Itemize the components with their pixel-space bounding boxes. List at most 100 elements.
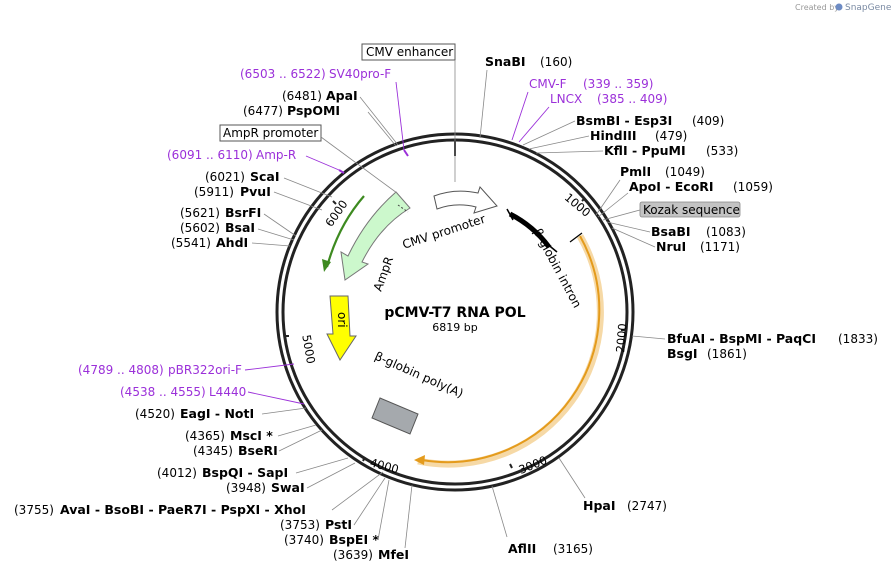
svg-text:(4365): (4365) — [185, 429, 225, 443]
svg-text:(3753): (3753) — [280, 518, 320, 532]
site-nrui: NruI (1171) — [656, 239, 740, 254]
sv40pro-f-leader — [395, 81, 405, 151]
svg-text:CMV-F: CMV-F — [529, 77, 567, 91]
bspei-leader — [377, 479, 390, 541]
svg-text:(6481): (6481) — [282, 89, 322, 103]
bfuai-leader — [631, 335, 666, 340]
svg-text:Kozak sequence: Kozak sequence — [643, 203, 740, 217]
site-swai: (3948) SwaI — [226, 480, 305, 495]
nrui-leader — [611, 227, 656, 248]
svg-text:ApaI: ApaI — [326, 88, 358, 103]
svg-text:PspOMI: PspOMI — [287, 103, 340, 118]
svg-text:AflII: AflII — [508, 541, 536, 556]
site-pspomi: (6477) PspOMI — [243, 103, 340, 118]
snapgene-logo-icon — [835, 3, 843, 11]
svg-text:(4520): (4520) — [135, 407, 175, 421]
svg-text:(5602): (5602) — [180, 221, 220, 235]
primer-cmv-f: CMV-F (339 .. 359) — [529, 77, 653, 91]
svg-text:BseRI: BseRI — [238, 443, 278, 458]
svg-text:(1833): (1833) — [838, 332, 878, 346]
svg-text:(6091 .. 6110): (6091 .. 6110) — [167, 148, 253, 162]
svg-text:(533): (533) — [706, 144, 738, 158]
svg-text:(6021): (6021) — [205, 170, 245, 184]
pvui-leader — [273, 191, 323, 211]
svg-text:(5621): (5621) — [180, 206, 220, 220]
ori-label: ori — [335, 312, 349, 328]
svg-text:(3948): (3948) — [226, 481, 266, 495]
hindiii-leader — [528, 135, 590, 150]
bglobin-polya-label: β-globin poly(A) — [373, 349, 466, 401]
bglobin-polya-box — [371, 397, 419, 435]
tick-6000: 6000 — [322, 197, 350, 229]
kozak-marker — [569, 232, 583, 243]
site-bfuai-paqci: BfuAI - BspMI - PaqCI (1833) — [667, 331, 878, 346]
site-apai: (6481) ApaI — [282, 88, 358, 103]
amp-r-primer-arc — [325, 195, 365, 268]
svg-text:PmlI: PmlI — [620, 164, 651, 179]
svg-text:Amp-R: Amp-R — [256, 148, 296, 162]
svg-text:ApoI - EcoRI: ApoI - EcoRI — [629, 179, 714, 194]
t7-rna-pol-cds-arrow — [421, 235, 601, 464]
l4440-leader — [247, 391, 305, 405]
svg-text:5000: 5000 — [299, 334, 318, 365]
svg-text:2000: 2000 — [613, 323, 629, 353]
svg-text:BsmBI - Esp3I: BsmBI - Esp3I — [576, 113, 672, 128]
svg-text:ScaI: ScaI — [250, 169, 280, 184]
lncx-leader — [518, 106, 550, 143]
svg-text:(3639): (3639) — [333, 548, 373, 562]
svg-text:(6503 .. 6522): (6503 .. 6522) — [240, 67, 326, 81]
intron-end-marker — [506, 208, 514, 221]
svg-text:CMV enhancer: CMV enhancer — [366, 45, 453, 59]
site-bsai: (5602) BsaI — [180, 220, 255, 235]
svg-text:BfuAI - BspMI - PaqCI: BfuAI - BspMI - PaqCI — [667, 331, 816, 346]
svg-text:EagI - NotI: EagI - NotI — [180, 406, 254, 421]
site-kfli-ppumi: KflI - PpuMI (533) — [604, 143, 738, 158]
cmv-f-leader — [511, 91, 529, 141]
amp-r-arrowhead-icon — [322, 259, 331, 272]
svg-text:BspQI - SapI: BspQI - SapI — [202, 465, 288, 480]
bseri-leader — [278, 429, 323, 452]
svg-text:BsgI: BsgI — [667, 346, 698, 361]
pspomi-leader — [367, 111, 397, 147]
svg-text:MfeI: MfeI — [378, 547, 409, 562]
svg-text:(1083): (1083) — [706, 225, 746, 239]
bspqi-sapi-leader — [295, 457, 349, 474]
svg-text:KflI - PpuMI: KflI - PpuMI — [604, 143, 686, 158]
svg-text:(2747): (2747) — [627, 499, 667, 513]
site-mfei: (3639) MfeI — [333, 547, 409, 562]
svg-text:SwaI: SwaI — [271, 480, 305, 495]
snabi-leader — [479, 69, 488, 139]
svg-text:(5541): (5541) — [171, 236, 211, 250]
ahdi-leader — [251, 242, 291, 247]
scai-leader — [283, 177, 333, 198]
primer-lncx: LNCX (385 .. 409) — [550, 92, 667, 106]
plasmid-size: 6819 bp — [432, 321, 477, 334]
svg-text:pBR322ori-F: pBR322ori-F — [168, 363, 242, 377]
t7-rna-pol-cds-highlight — [417, 234, 604, 468]
site-msci: (4365) MscI * — [185, 428, 273, 443]
kfli-leader — [535, 150, 604, 154]
credit-brand: SnapGene — [845, 3, 892, 13]
svg-text:6000: 6000 — [322, 197, 350, 229]
svg-text:(1049): (1049) — [665, 165, 705, 179]
cmv-promoter-label: CMV promoter — [401, 212, 488, 252]
svg-text:SnaBI: SnaBI — [485, 54, 526, 69]
site-ahdi: (5541) AhdI — [171, 235, 248, 250]
pmli-leader — [595, 179, 621, 216]
primer-pbr322ori-f: (4789 .. 4808) pBR322ori-F — [78, 363, 242, 377]
svg-text:(3740): (3740) — [284, 533, 324, 547]
svg-text:(4789 .. 4808): (4789 .. 4808) — [78, 363, 164, 377]
credit-text: Created by — [795, 3, 839, 12]
primer-amp-r: (6091 .. 6110) Amp-R — [167, 148, 296, 162]
svg-text:HindIII: HindIII — [590, 128, 637, 143]
svg-text:(4345): (4345) — [193, 444, 233, 458]
ampr-promoter-leader — [320, 136, 398, 194]
bsrfi-leader — [263, 213, 297, 237]
kozak-leader — [602, 209, 641, 221]
primer-sv40pro-f: (6503 .. 6522) SV40pro-F — [240, 67, 391, 81]
svg-text:(1861): (1861) — [707, 347, 747, 361]
svg-text:4000: 4000 — [368, 455, 400, 476]
site-hpai: HpaI (2747) — [583, 498, 667, 513]
primer-l4440: (4538 .. 4555) L4440 — [120, 385, 246, 399]
amp-r-mark — [338, 169, 345, 174]
